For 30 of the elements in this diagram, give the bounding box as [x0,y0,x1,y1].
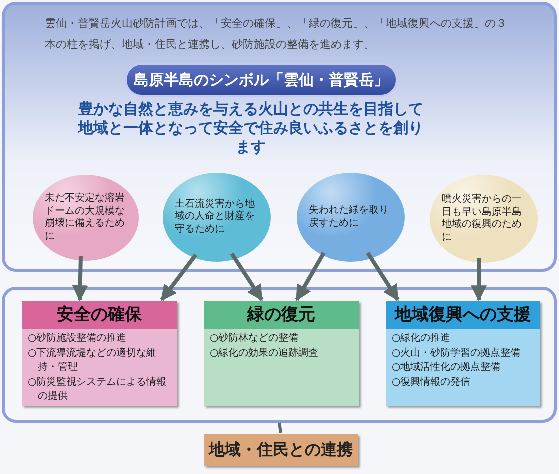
title-pill: 島原半島のシンボル「雲仙・普賢岳」 [125,63,398,97]
pillar-card [204,301,359,406]
bubble: 噴火災害からの一日も早い島原半島地域の復興のために [430,175,538,263]
list-item: ○火山・砂防学習の拠点整備 [391,346,522,360]
panel [2,2,557,272]
arrow [471,258,487,302]
list-item: ○緑化の推進 [391,332,452,346]
pillar-card [22,301,177,406]
arrow [160,254,198,302]
bubble: 失われた緑を取り戻すために [297,173,405,262]
connector-line [278,422,282,434]
list-item: ○地域活性化の拠点整備 [391,361,502,375]
list-item: ○砂防施設整備の推進 [27,332,128,346]
pillar-card [386,301,540,406]
list-item: ○下流導流堤などの適切な維持・管理 [27,346,158,375]
bubble: 未だ不安定な溶岩ドームの大規模な崩壊に備えるために [33,175,139,261]
cooperation-box: 地域・住民との連携 [204,434,358,466]
card-heading: 安全の確保 [22,301,177,329]
arrow [72,256,88,302]
panel [2,287,557,423]
intro-text: 雲仙・普賢岳火山砂防計画では、「安全の確保」、「緑の復元」、「地域復興への支援」の３本の柱を掲げ、地域・住民と連携し、砂防施設の整備を進めます。 [45,16,508,53]
arrow [295,252,326,302]
bubble: 土石流災害から地域の人命と財産を守るために [163,173,271,262]
card-heading: 地域復興への支援 [386,301,540,329]
list-item: ○防災監視システムによる情報の提供 [27,376,168,404]
list-item: ○砂防林などの整備 [209,332,300,346]
card-heading: 緑の復元 [204,301,359,329]
slogan-text: 豊かな自然と恵みを与える火山との共生を目指して地域と一体となって安全で住み良いふるさとを創ります [77,100,424,157]
list-item: ○復興情報の発信 [391,376,472,390]
list-item: ○緑化の効果の追跡調査 [209,346,320,360]
